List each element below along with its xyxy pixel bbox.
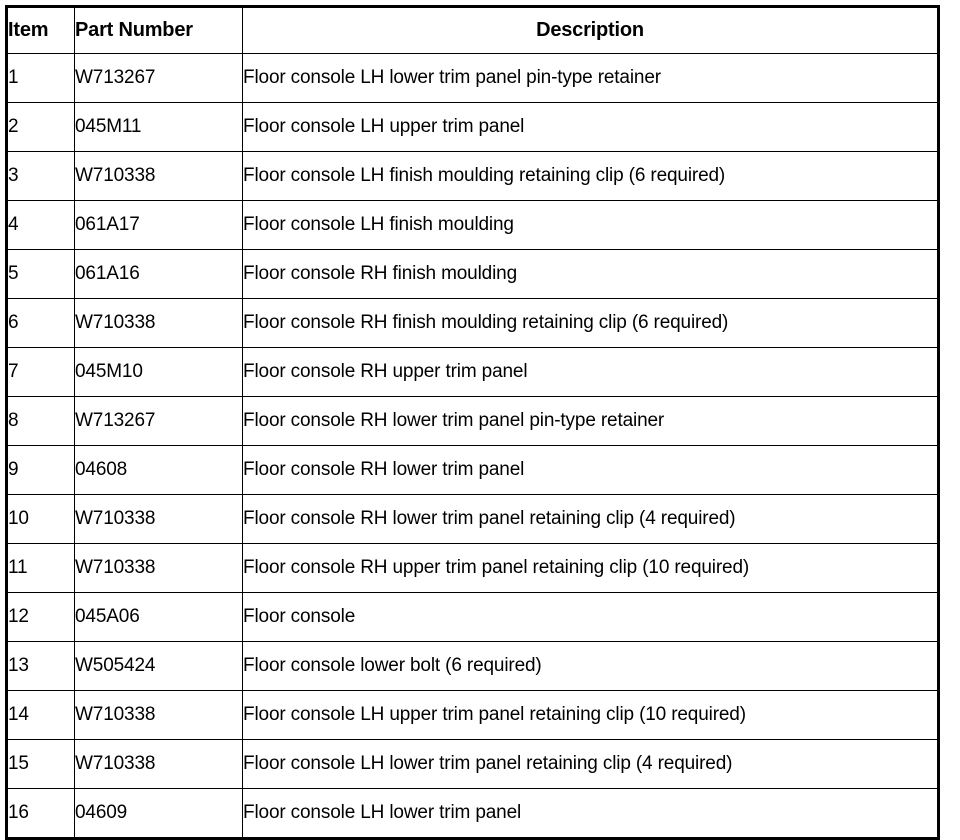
- cell-part-number: 061A16: [74, 249, 243, 299]
- cell-description: Floor console RH finish moulding retaini…: [242, 298, 939, 348]
- cell-part-number: W710338: [74, 298, 243, 348]
- cell-description: Floor console RH upper trim panel: [242, 347, 939, 397]
- cell-item: 13: [6, 641, 75, 691]
- cell-part-number: 04608: [74, 445, 243, 495]
- cell-item: 10: [6, 494, 75, 544]
- cell-part-number: W710338: [74, 543, 243, 593]
- cell-item: 12: [6, 592, 75, 642]
- cell-item: 16: [6, 788, 75, 839]
- cell-item: 6: [6, 298, 75, 348]
- cell-part-number: 045A06: [74, 592, 243, 642]
- column-header-description: Description: [242, 6, 939, 54]
- column-header-item: Item: [6, 6, 75, 54]
- cell-item: 14: [6, 690, 75, 740]
- table-row: 2 045M11 Floor console LH upper trim pan…: [6, 102, 939, 152]
- table-body: 1 W713267 Floor console LH lower trim pa…: [6, 53, 939, 839]
- cell-item: 11: [6, 543, 75, 593]
- table-row: 14 W710338 Floor console LH upper trim p…: [6, 690, 939, 740]
- cell-part-number: W713267: [74, 396, 243, 446]
- cell-item: 7: [6, 347, 75, 397]
- cell-item: 5: [6, 249, 75, 299]
- cell-part-number: W713267: [74, 53, 243, 103]
- cell-part-number: W710338: [74, 494, 243, 544]
- table-row: 5 061A16 Floor console RH finish mouldin…: [6, 249, 939, 299]
- cell-part-number: W710338: [74, 151, 243, 201]
- cell-description: Floor console LH finish moulding retaini…: [242, 151, 939, 201]
- table-row: 15 W710338 Floor console LH lower trim p…: [6, 739, 939, 789]
- table-row: 1 W713267 Floor console LH lower trim pa…: [6, 53, 939, 103]
- cell-description: Floor console LH lower trim panel pin-ty…: [242, 53, 939, 103]
- cell-part-number: 04609: [74, 788, 243, 839]
- cell-item: 9: [6, 445, 75, 495]
- table-header-row: Item Part Number Description: [6, 6, 939, 54]
- table-row: 10 W710338 Floor console RH lower trim p…: [6, 494, 939, 544]
- cell-description: Floor console LH upper trim panel retain…: [242, 690, 939, 740]
- table-row: 12 045A06 Floor console: [6, 592, 939, 642]
- cell-description: Floor console LH finish moulding: [242, 200, 939, 250]
- cell-part-number: W710338: [74, 690, 243, 740]
- cell-item: 4: [6, 200, 75, 250]
- table-row: 3 W710338 Floor console LH finish mouldi…: [6, 151, 939, 201]
- cell-part-number: 045M10: [74, 347, 243, 397]
- cell-description: Floor console lower bolt (6 required): [242, 641, 939, 691]
- cell-description: Floor console LH upper trim panel: [242, 102, 939, 152]
- cell-item: 8: [6, 396, 75, 446]
- cell-description: Floor console RH lower trim panel retain…: [242, 494, 939, 544]
- cell-part-number: W710338: [74, 739, 243, 789]
- cell-description: Floor console RH lower trim panel pin-ty…: [242, 396, 939, 446]
- column-header-part-number: Part Number: [74, 6, 243, 54]
- cell-description: Floor console RH upper trim panel retain…: [242, 543, 939, 593]
- cell-part-number: 061A17: [74, 200, 243, 250]
- parts-table: Item Part Number Description 1 W713267 F…: [5, 5, 940, 840]
- table-header: Item Part Number Description: [6, 6, 939, 54]
- cell-item: 1: [6, 53, 75, 103]
- table-row: 4 061A17 Floor console LH finish mouldin…: [6, 200, 939, 250]
- cell-item: 3: [6, 151, 75, 201]
- table-row: 7 045M10 Floor console RH upper trim pan…: [6, 347, 939, 397]
- cell-item: 15: [6, 739, 75, 789]
- cell-part-number: W505424: [74, 641, 243, 691]
- cell-description: Floor console LH lower trim panel retain…: [242, 739, 939, 789]
- table-row: 13 W505424 Floor console lower bolt (6 r…: [6, 641, 939, 691]
- cell-description: Floor console LH lower trim panel: [242, 788, 939, 839]
- table-row: 9 04608 Floor console RH lower trim pane…: [6, 445, 939, 495]
- cell-item: 2: [6, 102, 75, 152]
- cell-part-number: 045M11: [74, 102, 243, 152]
- table-row: 16 04609 Floor console LH lower trim pan…: [6, 788, 939, 839]
- table-row: 11 W710338 Floor console RH upper trim p…: [6, 543, 939, 593]
- table-row: 6 W710338 Floor console RH finish mouldi…: [6, 298, 939, 348]
- cell-description: Floor console RH lower trim panel: [242, 445, 939, 495]
- cell-description: Floor console: [242, 592, 939, 642]
- table-row: 8 W713267 Floor console RH lower trim pa…: [6, 396, 939, 446]
- cell-description: Floor console RH finish moulding: [242, 249, 939, 299]
